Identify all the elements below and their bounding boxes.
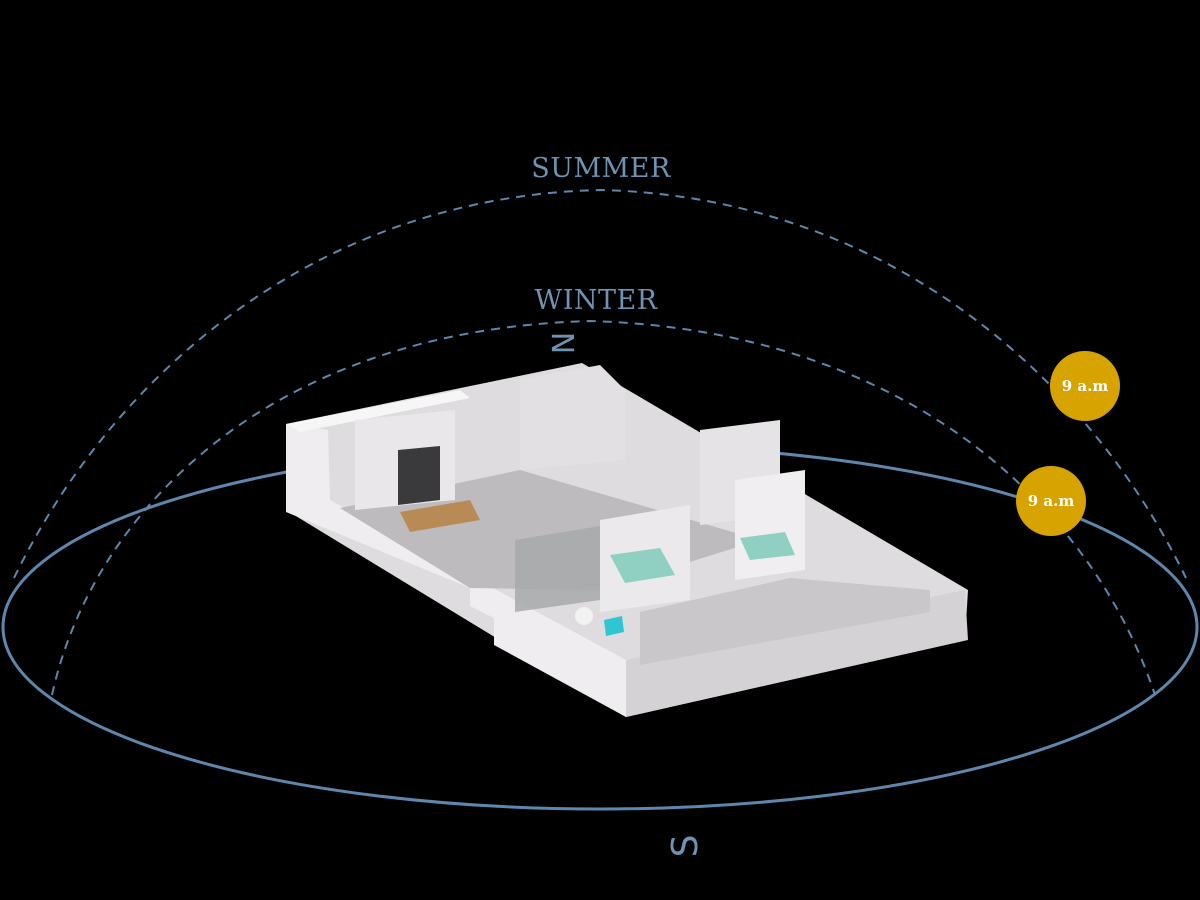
winter-sun-label: 9 a.m [1028,492,1075,510]
center-partition [520,365,625,470]
living-room-glass [515,526,600,612]
summer-sun-path [13,188,1187,579]
bedroom-wall-3 [735,470,805,580]
summer-sun-label: 9 a.m [1062,377,1109,395]
terrace-floor [640,578,930,665]
summer-label: SUMMER [531,153,671,184]
bed-2 [740,532,795,560]
south-label: S [665,835,706,858]
north-label: N [547,332,582,354]
sun-disc-icon [1016,466,1086,536]
kitchen-appliances [398,446,440,505]
back-wall [286,390,470,432]
winter-sun-path [51,319,1156,696]
dining-table [400,500,480,532]
summer-sun-marker: 9 a.m [1050,351,1120,421]
winter-sun-marker: 9 a.m [1016,466,1086,536]
patio-table [575,607,593,625]
patio-chair [604,616,624,636]
apartment-model [286,363,968,717]
winter-label: WINTER [534,285,657,316]
right-outer-wall [626,590,968,717]
sun-disc-icon [1050,351,1120,421]
bed-1 [610,548,675,583]
